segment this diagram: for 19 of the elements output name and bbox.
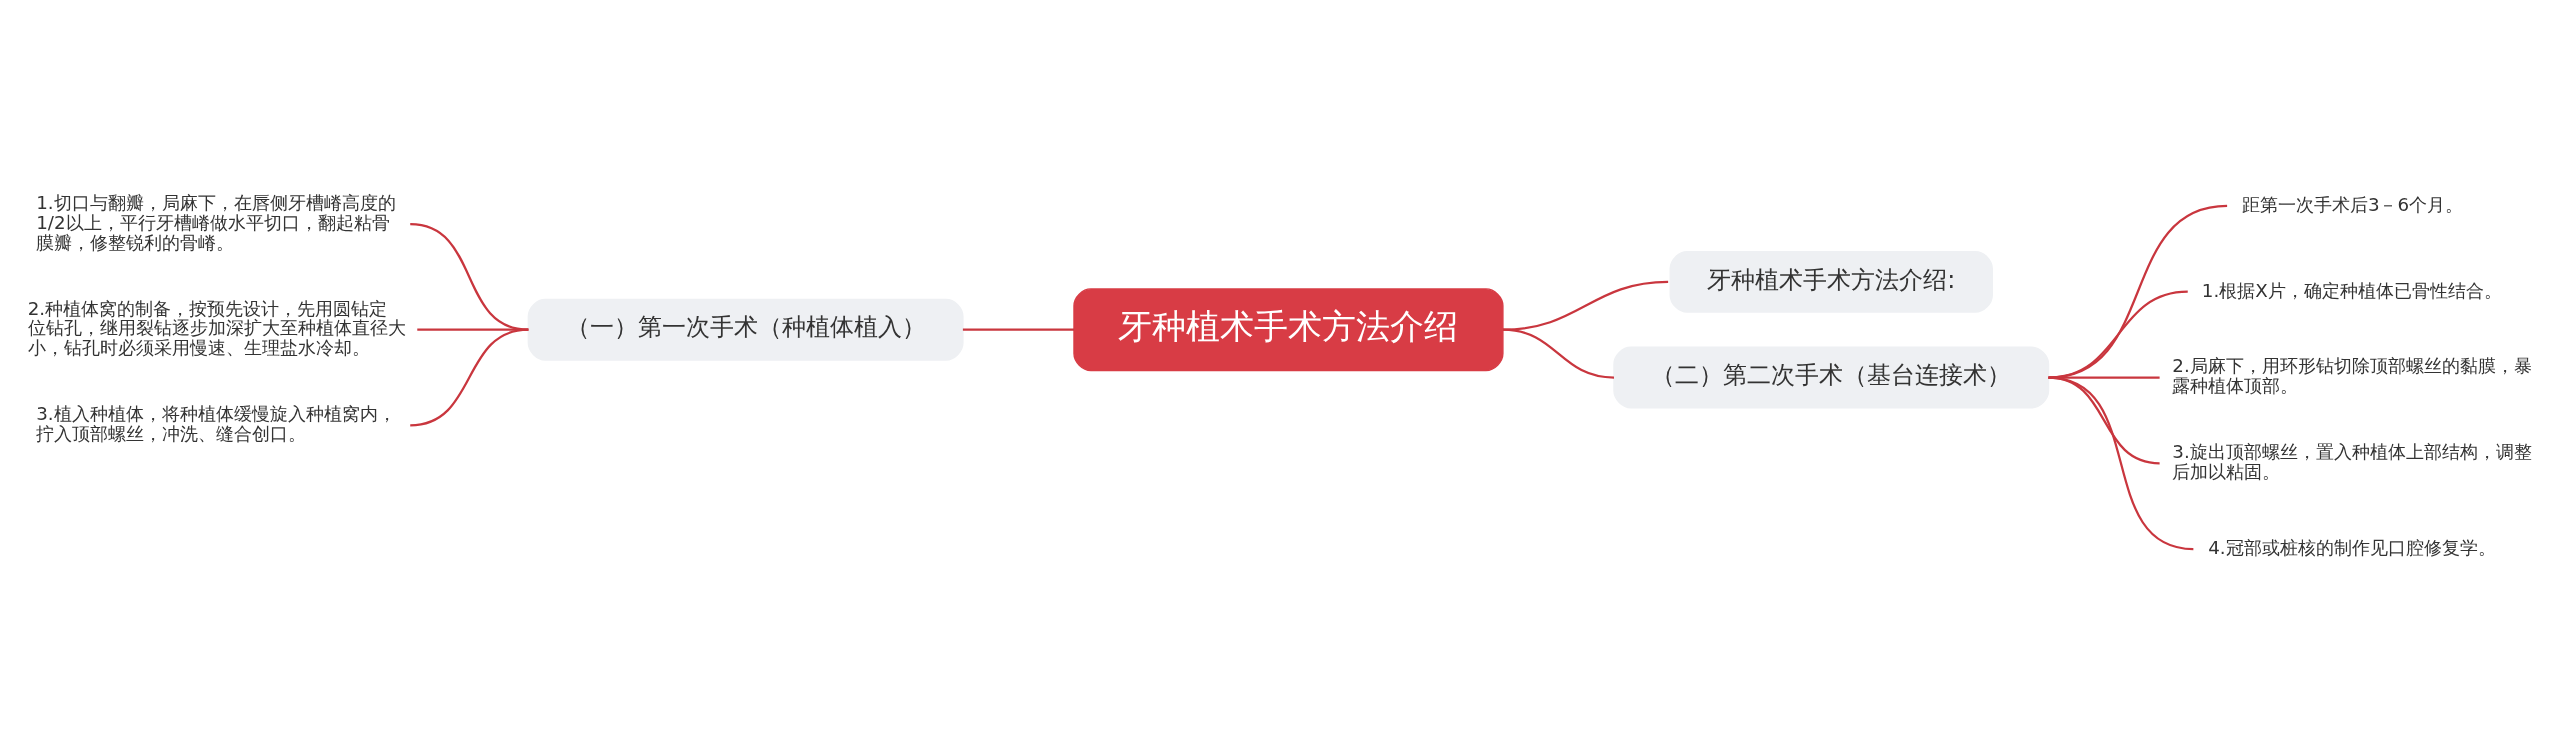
node-text: 2.种植体窝的制备，按预先设计，先用圆钻定位钻孔，继用裂钻逐步加深扩大至种植体直径大小，钻孔时必须采用慢速、生理盐水冷却。 bbox=[27, 297, 406, 358]
node-text: 3.旋出顶部螺丝，置入种植体上部结构，调整后加以粘固。 bbox=[2172, 440, 2532, 482]
connector bbox=[1502, 280, 1669, 331]
node-text: 距第一次手术后3－6个月。 bbox=[2241, 193, 2464, 215]
node-text: 1.切口与翻瓣，局麻下，在唇侧牙槽嵴高度的1/2以上，平行牙槽嵴做水平切口，翻起粘骨膜瓣，修整锐利的骨嵴。 bbox=[36, 191, 396, 253]
node-text: 1.根据X片，确定种植体已骨性结合。 bbox=[2201, 279, 2502, 300]
connector bbox=[410, 222, 529, 331]
connector bbox=[410, 328, 529, 426]
node-box: 牙种植术手术方法介绍 bbox=[1073, 287, 1504, 371]
node-text: 4.冠部或桩核的制作见口腔修复学。 bbox=[2208, 536, 2496, 558]
node-text: 3.植入种植体，将种植体缓慢旋入种植窝内，拧入顶部螺丝，冲洗、缝合创口。 bbox=[36, 402, 396, 444]
connector bbox=[1502, 328, 1615, 379]
node-text: 2.局麻下，用环形钻切除顶部螺丝的黏膜，暴露种植体顶部。 bbox=[2172, 354, 2532, 396]
node-box: 牙种植术手术方法介绍: bbox=[1669, 250, 1993, 313]
connector bbox=[2048, 375, 2160, 464]
node-box: （一）第一次手术（种植体植入） bbox=[527, 298, 964, 361]
connector bbox=[962, 328, 1074, 331]
node-box: （二）第二次手术（基台连接术） bbox=[1613, 346, 2050, 408]
connector bbox=[2048, 375, 2194, 550]
